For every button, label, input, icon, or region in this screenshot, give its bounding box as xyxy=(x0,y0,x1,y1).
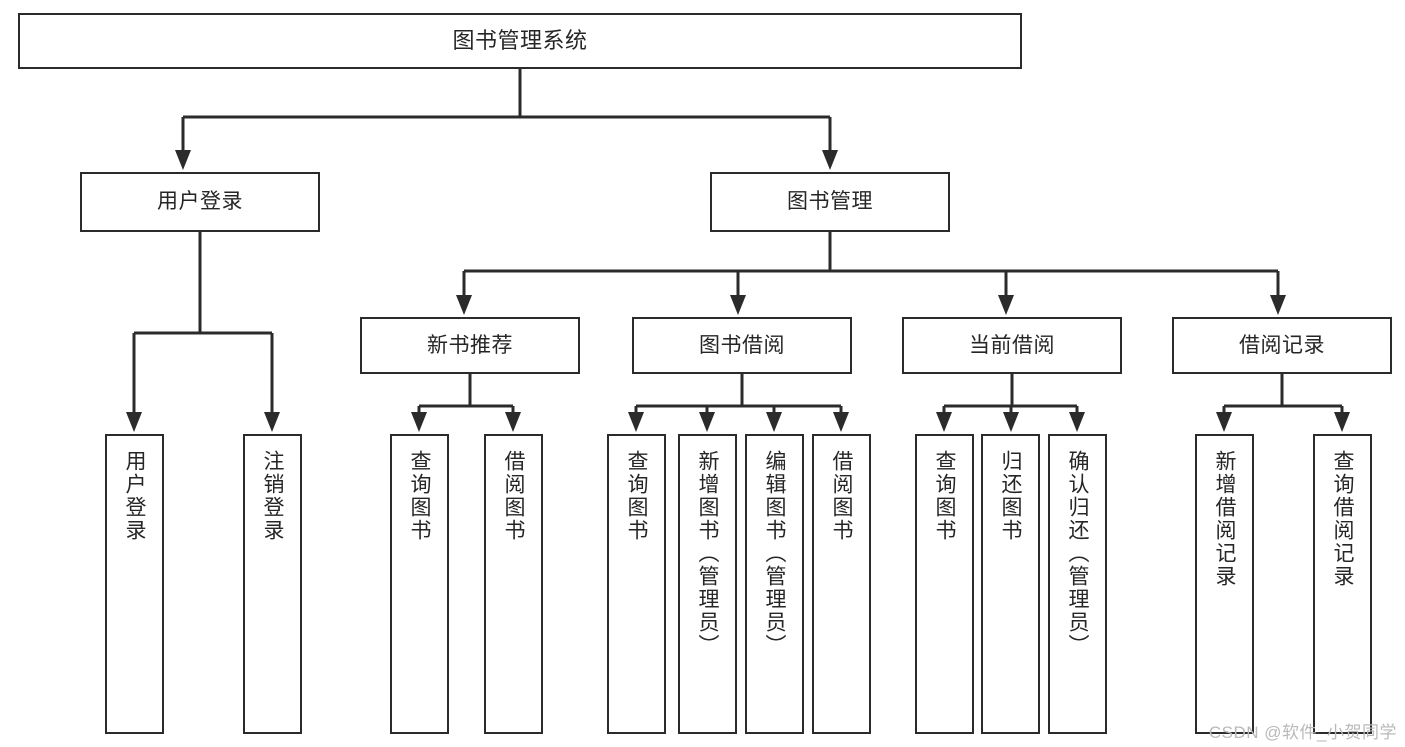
node-label: 归还图书 xyxy=(999,450,1022,542)
node-label: 新增图书（管理员） xyxy=(696,450,719,657)
node-label: 当前借阅 xyxy=(969,333,1055,357)
node-leaf-borrow-book-rec[interactable]: 借阅图书 xyxy=(484,434,543,734)
arrowhead-icon xyxy=(822,150,838,170)
arrowhead-icon xyxy=(1003,412,1019,432)
node-label: 用户登录 xyxy=(123,450,146,542)
node-label: 新书推荐 xyxy=(427,333,513,357)
node-root-system[interactable]: 图书管理系统 xyxy=(18,13,1022,69)
arrowhead-icon xyxy=(833,412,849,432)
arrowhead-icon xyxy=(730,295,746,315)
arrowhead-icon xyxy=(264,412,280,432)
node-user-login[interactable]: 用户登录 xyxy=(80,172,320,232)
node-label: 查询图书 xyxy=(625,450,648,542)
node-label: 编辑图书（管理员） xyxy=(763,450,786,657)
arrowhead-icon xyxy=(1216,412,1232,432)
node-label: 借阅图书 xyxy=(502,450,525,542)
node-label: 查询借阅记录 xyxy=(1331,450,1354,588)
arrowhead-icon xyxy=(1069,412,1085,432)
node-leaf-confirm-return[interactable]: 确认归还（管理员） xyxy=(1048,434,1107,734)
node-leaf-query-book-cur[interactable]: 查询图书 xyxy=(915,434,974,734)
node-book-management[interactable]: 图书管理 xyxy=(710,172,950,232)
node-leaf-query-book-rec[interactable]: 查询图书 xyxy=(390,434,449,734)
node-label: 借阅记录 xyxy=(1239,333,1325,357)
arrowhead-icon xyxy=(699,412,715,432)
node-leaf-query-record[interactable]: 查询借阅记录 xyxy=(1313,434,1372,734)
node-label: 注销登录 xyxy=(261,450,284,542)
node-label: 图书借阅 xyxy=(699,333,785,357)
node-book-borrow[interactable]: 图书借阅 xyxy=(632,317,852,374)
node-label: 查询图书 xyxy=(408,450,431,542)
arrowhead-icon xyxy=(766,412,782,432)
node-label: 查询图书 xyxy=(933,450,956,542)
arrowhead-icon xyxy=(998,295,1014,315)
arrowhead-icon xyxy=(411,412,427,432)
arrowhead-icon xyxy=(936,412,952,432)
arrowhead-icon xyxy=(1334,412,1350,432)
arrowhead-icon xyxy=(456,295,472,315)
node-leaf-logout[interactable]: 注销登录 xyxy=(243,434,302,734)
node-label: 用户登录 xyxy=(157,190,243,214)
arrowhead-icon xyxy=(1270,295,1286,315)
node-label: 新增借阅记录 xyxy=(1213,450,1236,588)
node-leaf-add-book[interactable]: 新增图书（管理员） xyxy=(678,434,737,734)
arrowhead-icon xyxy=(628,412,644,432)
node-label: 确认归还（管理员） xyxy=(1066,450,1089,657)
node-leaf-add-record[interactable]: 新增借阅记录 xyxy=(1195,434,1254,734)
node-new-book-recommend[interactable]: 新书推荐 xyxy=(360,317,580,374)
node-leaf-return-book[interactable]: 归还图书 xyxy=(981,434,1040,734)
node-leaf-query-book-brw[interactable]: 查询图书 xyxy=(607,434,666,734)
node-current-borrow[interactable]: 当前借阅 xyxy=(902,317,1122,374)
arrowhead-icon xyxy=(175,150,191,170)
node-leaf-user-login[interactable]: 用户登录 xyxy=(105,434,164,734)
arrowhead-icon xyxy=(505,412,521,432)
node-leaf-borrow-book-brw[interactable]: 借阅图书 xyxy=(812,434,871,734)
node-borrow-record[interactable]: 借阅记录 xyxy=(1172,317,1392,374)
arrowhead-icon xyxy=(126,412,142,432)
node-leaf-edit-book[interactable]: 编辑图书（管理员） xyxy=(745,434,804,734)
node-label: 借阅图书 xyxy=(830,450,853,542)
node-label: 图书管理系统 xyxy=(452,28,588,54)
node-label: 图书管理 xyxy=(787,190,873,214)
